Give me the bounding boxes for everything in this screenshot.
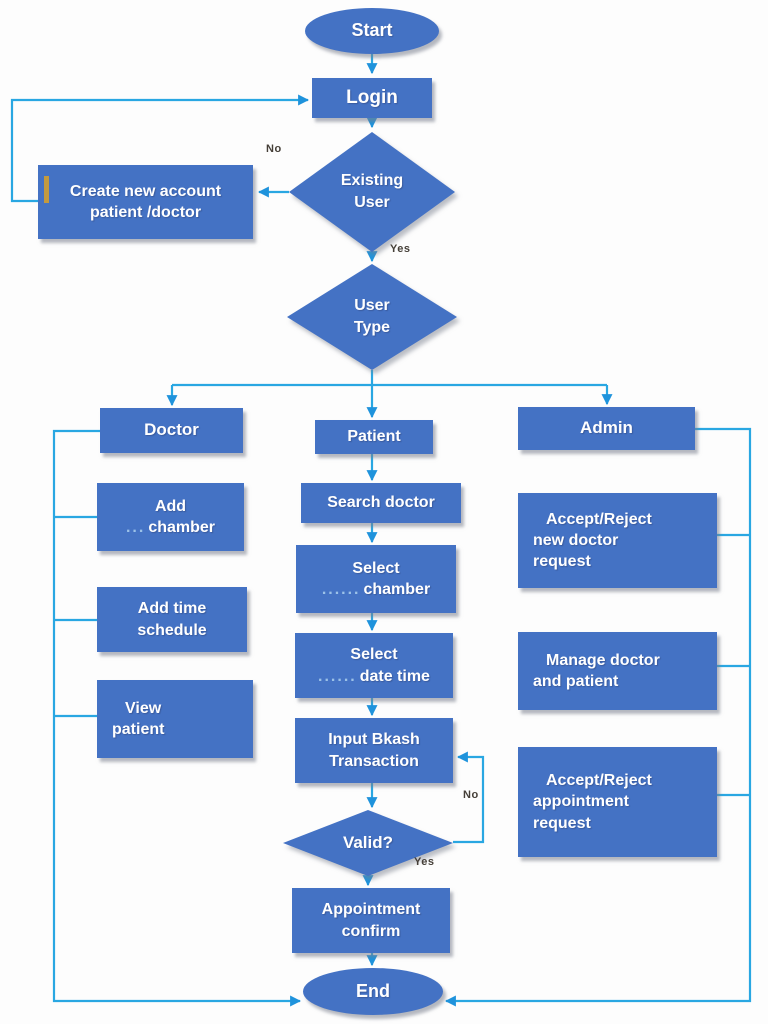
node-doctor: Doctor bbox=[100, 408, 243, 453]
node-select-date-time: Select ......date time bbox=[295, 633, 453, 698]
edge-label-valid-no: No bbox=[463, 789, 479, 801]
node-end: End bbox=[303, 968, 443, 1015]
node-admin: Admin bbox=[518, 407, 695, 450]
node-create-account: Create new account patient /doctor bbox=[38, 165, 253, 239]
edge-label-existing-yes: Yes bbox=[390, 243, 411, 255]
node-view-patient: View patient bbox=[97, 680, 253, 758]
node-existing-user: Existing User bbox=[289, 132, 455, 252]
node-login: Login bbox=[312, 78, 432, 118]
dots-artifact: ...... bbox=[318, 667, 357, 685]
dots-artifact: ... bbox=[125, 519, 146, 536]
node-input-bkash: Input Bkash Transaction bbox=[295, 718, 453, 783]
node-search-doctor: Search doctor bbox=[301, 483, 461, 523]
edge-label-existing-no: No bbox=[266, 143, 282, 155]
node-appointment-confirm: Appointment confirm bbox=[292, 888, 450, 953]
node-accept-new-doctor: Accept/Reject new doctor request bbox=[518, 493, 717, 588]
edge-label-valid-yes: Yes bbox=[414, 856, 435, 868]
dots-artifact: ...... bbox=[321, 581, 361, 598]
node-start: Start bbox=[305, 8, 439, 54]
node-valid: Valid? bbox=[283, 810, 453, 876]
node-add-time-schedule: Add time schedule bbox=[97, 587, 247, 652]
node-accept-appointment: Accept/Reject appointment request bbox=[518, 747, 717, 857]
node-add-chamber: Add ...chamber bbox=[97, 483, 244, 551]
node-select-chamber: Select ......chamber bbox=[296, 545, 456, 613]
node-manage-doctor-patient: Manage doctor and patient bbox=[518, 632, 717, 710]
node-patient: Patient bbox=[315, 420, 433, 454]
text-cursor-artifact bbox=[44, 176, 49, 203]
node-user-type: User Type bbox=[287, 264, 457, 370]
